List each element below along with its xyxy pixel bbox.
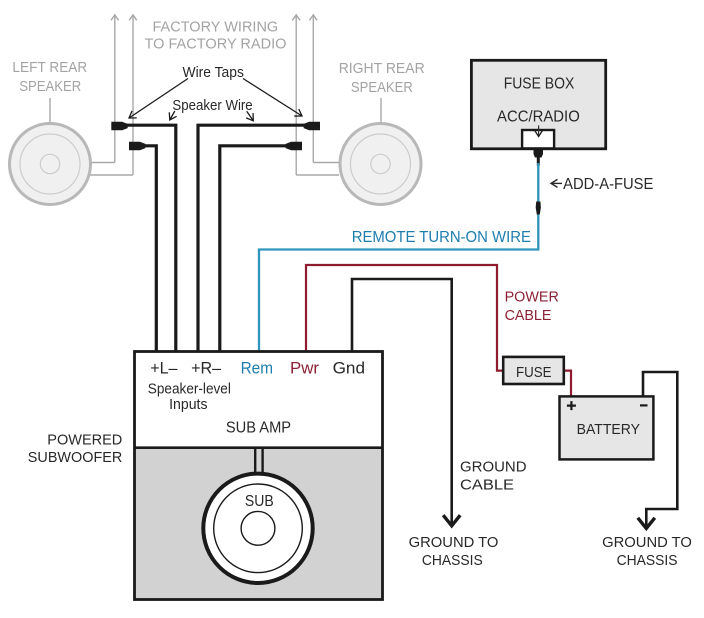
- svg-text:POWER: POWER: [505, 289, 559, 306]
- svg-text:ADD-A-FUSE: ADD-A-FUSE: [563, 176, 653, 193]
- svg-text:SPEAKER: SPEAKER: [19, 78, 81, 95]
- svg-text:+R–: +R–: [191, 359, 222, 378]
- svg-text:CHASSIS: CHASSIS: [617, 552, 678, 569]
- svg-text:GROUND TO: GROUND TO: [602, 534, 692, 551]
- svg-text:LEFT REAR: LEFT REAR: [12, 59, 87, 76]
- svg-text:GROUND: GROUND: [460, 459, 527, 476]
- svg-text:+L–: +L–: [150, 359, 178, 378]
- svg-text:BATTERY: BATTERY: [577, 421, 640, 438]
- svg-text:SPEAKER: SPEAKER: [351, 79, 413, 96]
- svg-text:Wire Taps: Wire Taps: [183, 64, 244, 81]
- svg-text:Pwr: Pwr: [290, 359, 319, 378]
- svg-text:Speaker-level: Speaker-level: [148, 381, 231, 397]
- svg-text:SUB: SUB: [245, 493, 274, 510]
- svg-text:FUSE: FUSE: [516, 365, 552, 381]
- svg-text:FACTORY WIRING: FACTORY WIRING: [153, 19, 279, 36]
- svg-text:ACC/RADIO: ACC/RADIO: [497, 109, 580, 126]
- svg-text:SUBWOOFER: SUBWOOFER: [28, 449, 123, 466]
- svg-text:CABLE: CABLE: [505, 307, 552, 324]
- svg-text:FUSE BOX: FUSE BOX: [504, 75, 575, 92]
- svg-text:Inputs: Inputs: [169, 397, 207, 413]
- svg-text:Speaker Wire: Speaker Wire: [172, 97, 252, 114]
- svg-text:GROUND TO: GROUND TO: [409, 534, 499, 551]
- svg-text:POWERED: POWERED: [47, 431, 122, 448]
- svg-text:CABLE: CABLE: [460, 477, 514, 494]
- svg-text:RIGHT REAR: RIGHT REAR: [339, 60, 425, 77]
- svg-text:Gnd: Gnd: [333, 359, 365, 378]
- svg-text:SUB AMP: SUB AMP: [226, 419, 291, 436]
- svg-text:REMOTE TURN-ON WIRE: REMOTE TURN-ON WIRE: [352, 229, 531, 246]
- svg-text:Rem: Rem: [241, 359, 273, 378]
- svg-text:CHASSIS: CHASSIS: [422, 552, 483, 569]
- svg-text:TO FACTORY RADIO: TO FACTORY RADIO: [145, 36, 287, 53]
